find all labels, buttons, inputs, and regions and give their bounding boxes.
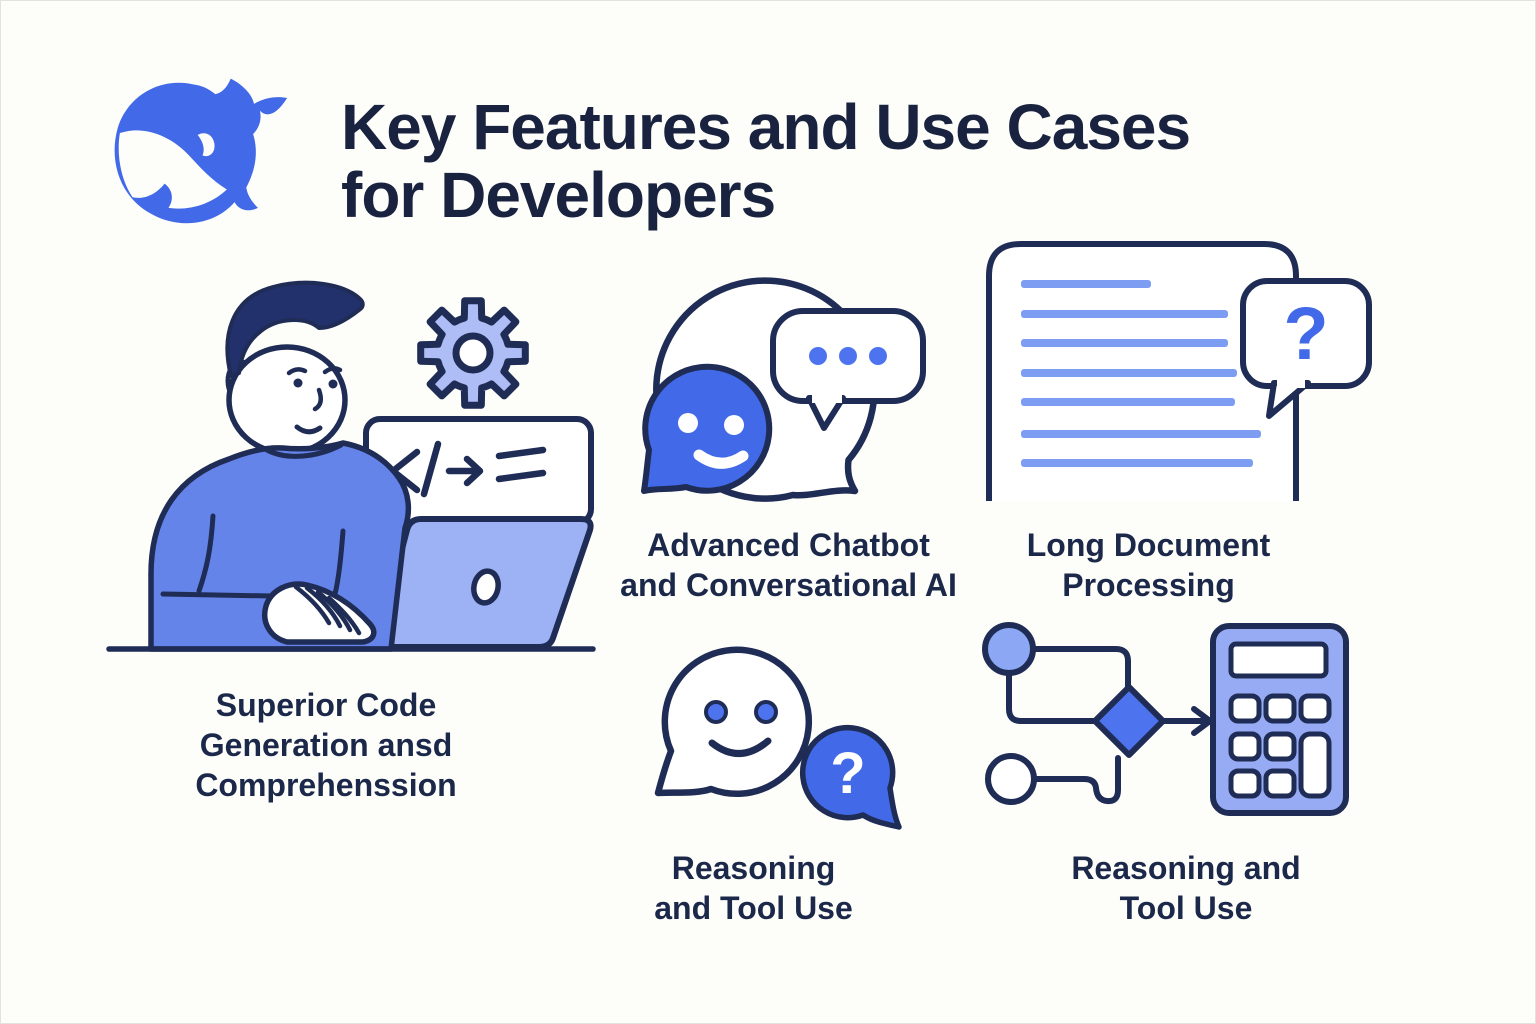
- eyebrow-right: [322, 366, 343, 375]
- caption-line: Comprehenssion: [195, 767, 457, 803]
- smiley-eye-left: [678, 413, 698, 433]
- typing-dot-3: [869, 347, 887, 365]
- flowchart-start-node: [982, 622, 1036, 676]
- sweater: [148, 440, 412, 652]
- caption-line: Reasoning and: [1071, 850, 1301, 886]
- smiley-bubble-shape: [641, 363, 773, 494]
- deepseek-whale-logo: [114, 78, 288, 224]
- typing-dots-bubble: [770, 308, 926, 431]
- blue-question-bubble-shape: [799, 724, 902, 830]
- caption-line: and Conversational AI: [620, 567, 957, 603]
- bubble-smile: [708, 737, 772, 757]
- face: [226, 344, 348, 456]
- laptop-logo-oval: [471, 568, 501, 606]
- caption-line: Processing: [1062, 567, 1235, 603]
- developer-coding-illustration: [106, 280, 596, 652]
- sweater-creases: [160, 442, 346, 599]
- document-text-lines: [1021, 280, 1261, 467]
- calculator-tall-key: [1298, 731, 1332, 799]
- caption-line: Advanced Chatbot: [647, 527, 930, 563]
- question-bubble: ?: [1240, 278, 1372, 419]
- whale-belly: [118, 130, 227, 209]
- caption-line: Superior Code: [215, 687, 437, 723]
- typing-dot-1: [809, 347, 827, 365]
- flowchart-connectors: [1006, 646, 1213, 805]
- typing-dot-2: [839, 347, 857, 365]
- gear-icon: [417, 297, 529, 409]
- blue-question-bubble: ?: [799, 724, 902, 830]
- finger-lines: [293, 584, 362, 636]
- caption-line: Long Document: [1026, 527, 1271, 563]
- smiley-eye-right: [724, 415, 744, 435]
- bubble-tail-joint: [812, 394, 842, 403]
- code-symbols-icon: [389, 440, 547, 498]
- nose: [312, 387, 324, 412]
- reasoning-smiley-illustration: ?: [654, 646, 902, 830]
- long-document-illustration: ?: [986, 241, 1372, 501]
- caption-superior-code: Superior Code Generation ansd Comprehens…: [131, 685, 521, 805]
- caption-advanced-chatbot: Advanced Chatbot and Conversational AI: [596, 525, 981, 605]
- smiley-smile: [693, 449, 749, 469]
- bubble-tail-joint: [1277, 379, 1305, 388]
- calculator-display: [1228, 641, 1329, 679]
- caption-line: Tool Use: [1119, 890, 1253, 926]
- eye-right: [328, 379, 338, 389]
- smiley-chat-bubble: [641, 363, 773, 494]
- face-features: [286, 366, 343, 435]
- hand: [262, 581, 377, 645]
- page-title-line2: for Developers: [341, 159, 776, 231]
- flowchart-node: [985, 753, 1037, 805]
- page-title: Key Features and Use Cases for Developer…: [341, 91, 1191, 231]
- caption-reasoning-left: Reasoning and Tool Use: [601, 848, 906, 928]
- flowchart-decision-diamond: [1092, 684, 1166, 758]
- caption-line: Reasoning: [671, 850, 836, 886]
- eyebrow-left: [286, 367, 308, 376]
- question-mark-glyph: ?: [1283, 292, 1328, 375]
- developer-head: [225, 280, 365, 456]
- mouth-smile: [294, 424, 323, 435]
- calculator-icon: [1210, 623, 1349, 816]
- caption-reasoning-right: Reasoning and Tool Use: [996, 848, 1376, 928]
- bubble-eye-left: [704, 700, 728, 724]
- whale-eye-mark: [197, 133, 215, 157]
- caption-long-document: Long Document Processing: [961, 525, 1336, 605]
- caption-line: and Tool Use: [654, 890, 853, 926]
- bubble-eye-right: [754, 700, 778, 724]
- flowchart-calculator-illustration: [982, 622, 1349, 816]
- hair: [225, 280, 365, 378]
- eye-left: [293, 378, 303, 388]
- sweater-body: [148, 440, 412, 652]
- chatbot-illustration: [641, 277, 926, 502]
- calculator-keys: [1228, 693, 1332, 799]
- laptop: [375, 516, 594, 650]
- gear-center-hole: [452, 332, 494, 374]
- white-speech-bubble: [654, 646, 813, 798]
- question-mark-glyph: ?: [830, 741, 865, 806]
- page-title-line1: Key Features and Use Cases: [341, 91, 1191, 163]
- caption-line: Generation ansd: [199, 727, 453, 763]
